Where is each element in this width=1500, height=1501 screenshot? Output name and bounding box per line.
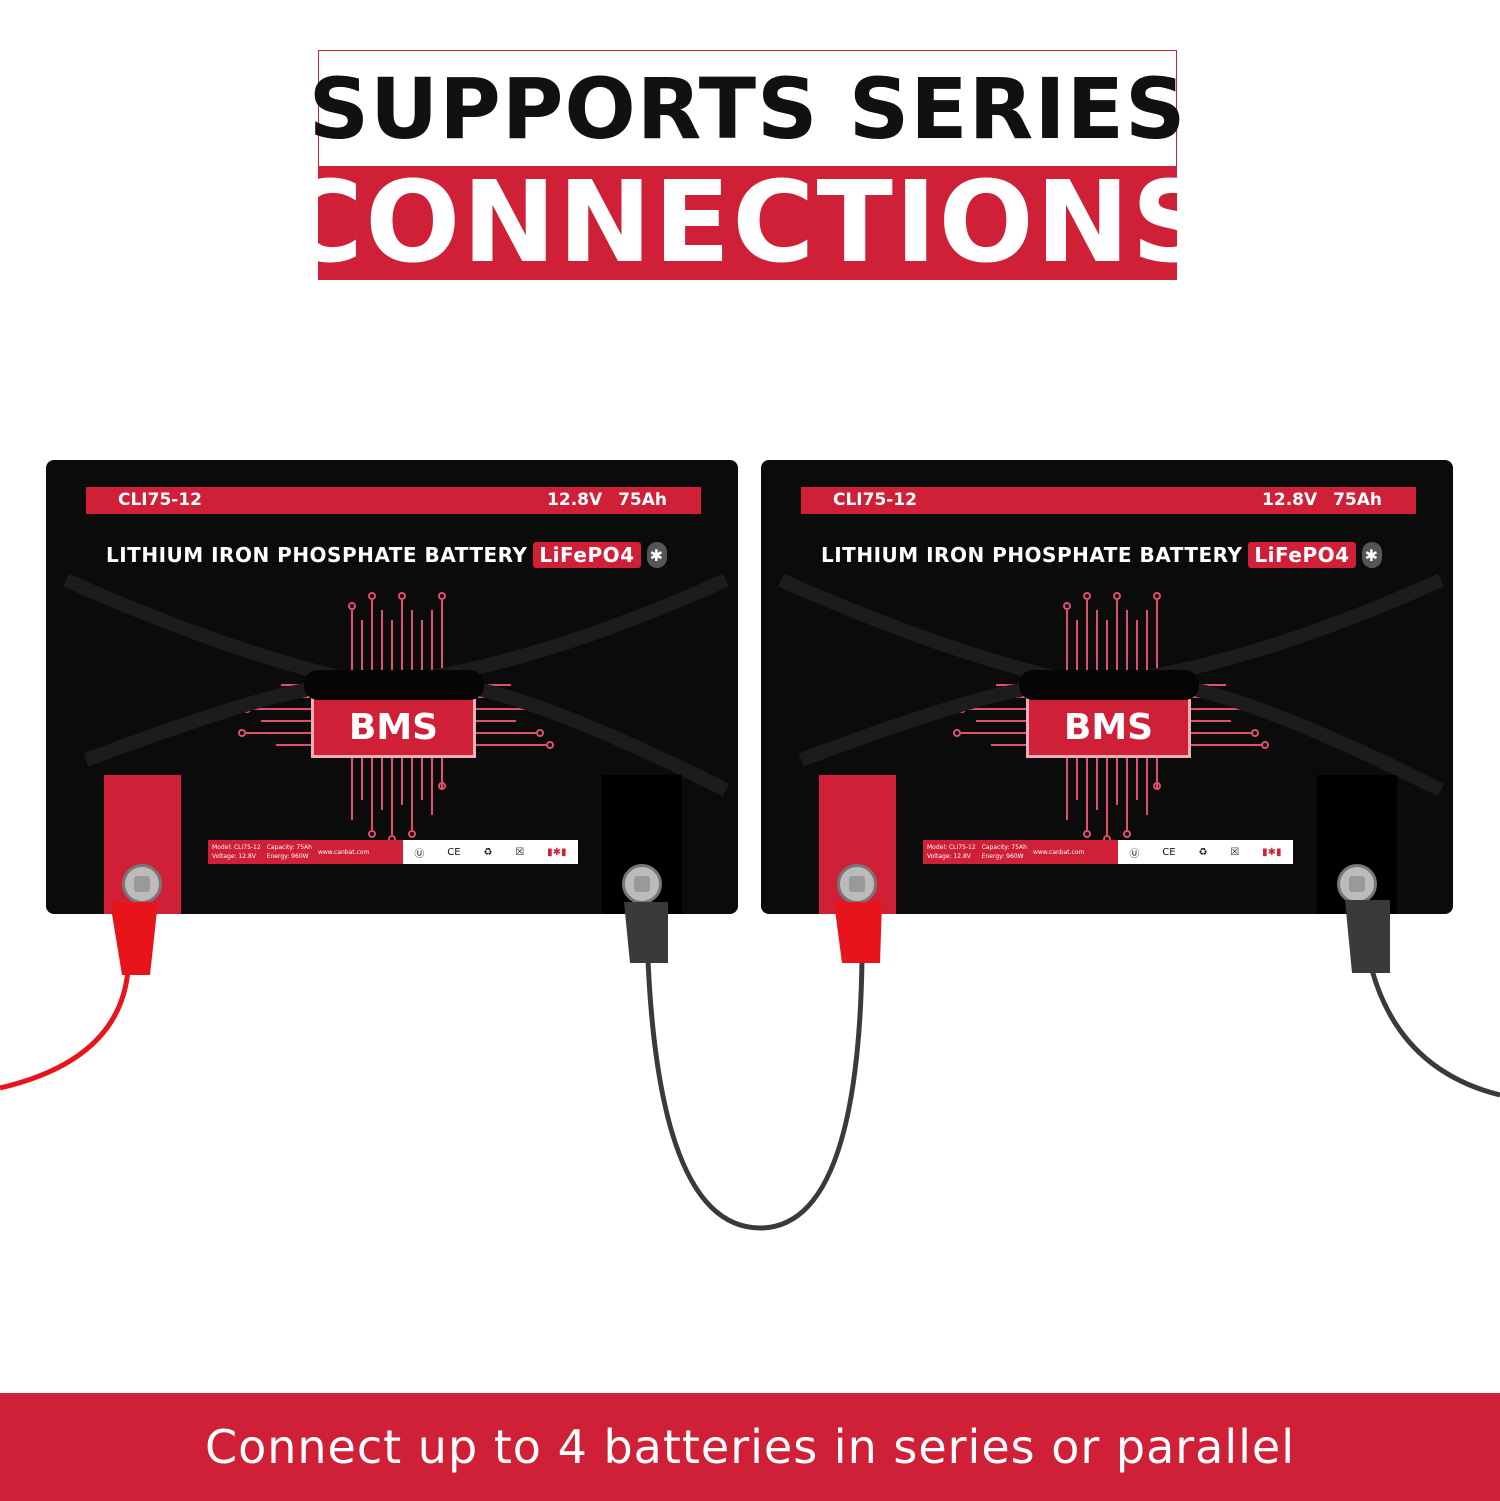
recycle-icon: ♻ xyxy=(483,846,493,858)
negative-lead-clamp xyxy=(1345,900,1390,973)
positive-lead-clamp xyxy=(110,902,158,975)
positive-lead-cable xyxy=(0,969,131,1091)
ul-icon: Ⓤ xyxy=(414,848,425,860)
battery-left: CLI75-12 12.8V 75Ah LITHIUM IRON PHOSPHA… xyxy=(46,460,738,914)
label-voltage: Voltage: 12.8V xyxy=(927,853,971,860)
battery-spec: 12.8V 75Ah xyxy=(547,490,667,510)
jumper-positive-clamp xyxy=(834,902,882,963)
chemistry-badge: LiFePO4 xyxy=(533,542,641,568)
headline-line-2: CONNECTIONS xyxy=(280,157,1215,288)
battery-type: LITHIUM IRON PHOSPHATE BATTERY xyxy=(821,543,1243,567)
ce-icon: CE xyxy=(447,846,461,858)
recycle-icon: ♻ xyxy=(1198,846,1208,858)
label-model: Model: CLI75-12 xyxy=(212,844,261,851)
battery-capacity: 75Ah xyxy=(1333,490,1382,510)
chemistry-badge: LiFePO4 xyxy=(1248,542,1356,568)
carry-strap xyxy=(304,670,484,700)
battery-right: CLI75-12 12.8V 75Ah LITHIUM IRON PHOSPHA… xyxy=(761,460,1453,914)
battery-title: LITHIUM IRON PHOSPHATE BATTERY LiFePO4 ✱ xyxy=(821,542,1382,568)
ul-icon: Ⓤ xyxy=(1129,848,1140,860)
battery-model: CLI75-12 xyxy=(118,490,203,510)
label-energy: Energy: 960W xyxy=(266,853,309,860)
negative-terminal-bolt xyxy=(1337,864,1377,904)
label-capacity: Capacity: 75Ah xyxy=(266,844,312,851)
battery-model: CLI75-12 xyxy=(833,490,918,510)
ce-icon: CE xyxy=(1162,846,1176,858)
bluetooth-icon: ✱ xyxy=(646,542,667,568)
carry-strap xyxy=(1019,670,1199,700)
series-jumper-cable xyxy=(645,959,865,1231)
battery-voltage: 12.8V xyxy=(1262,490,1318,510)
no-trash-icon: ☒ xyxy=(1230,846,1240,858)
label-voltage: Voltage: 12.8V xyxy=(212,853,256,860)
battery-type: LITHIUM IRON PHOSPHATE BATTERY xyxy=(106,543,528,567)
canada-flag-icon: ▮✱▮ xyxy=(1262,846,1282,858)
label-url: www.canbat.com xyxy=(317,848,370,856)
label-url: www.canbat.com xyxy=(1032,848,1085,856)
headline-line-1: SUPPORTS SERIES xyxy=(308,59,1187,158)
canada-flag-icon: ▮✱▮ xyxy=(547,846,567,858)
no-trash-icon: ☒ xyxy=(515,846,525,858)
jumper-negative-clamp xyxy=(624,902,668,963)
label-model: Model: CLI75-12 xyxy=(927,844,976,851)
battery-header-bar: CLI75-12 12.8V 75Ah xyxy=(86,487,701,514)
negative-lead-cable xyxy=(1369,969,1500,1098)
headline: SUPPORTS SERIES CONNECTIONS xyxy=(280,50,1215,288)
positive-terminal-bolt xyxy=(837,864,877,904)
positive-terminal-bolt xyxy=(122,864,162,904)
bluetooth-icon: ✱ xyxy=(1361,542,1382,568)
battery-voltage: 12.8V xyxy=(547,490,603,510)
battery-header-bar: CLI75-12 12.8V 75Ah xyxy=(801,487,1416,514)
battery-capacity: 75Ah xyxy=(618,490,667,510)
label-capacity: Capacity: 75Ah xyxy=(981,844,1027,851)
battery-spec: 12.8V 75Ah xyxy=(1262,490,1382,510)
battery-title: LITHIUM IRON PHOSPHATE BATTERY LiFePO4 ✱ xyxy=(106,542,667,568)
label-energy: Energy: 960W xyxy=(981,853,1024,860)
negative-terminal-bolt xyxy=(622,864,662,904)
bottom-banner: Connect up to 4 batteries in series or p… xyxy=(0,1393,1500,1501)
